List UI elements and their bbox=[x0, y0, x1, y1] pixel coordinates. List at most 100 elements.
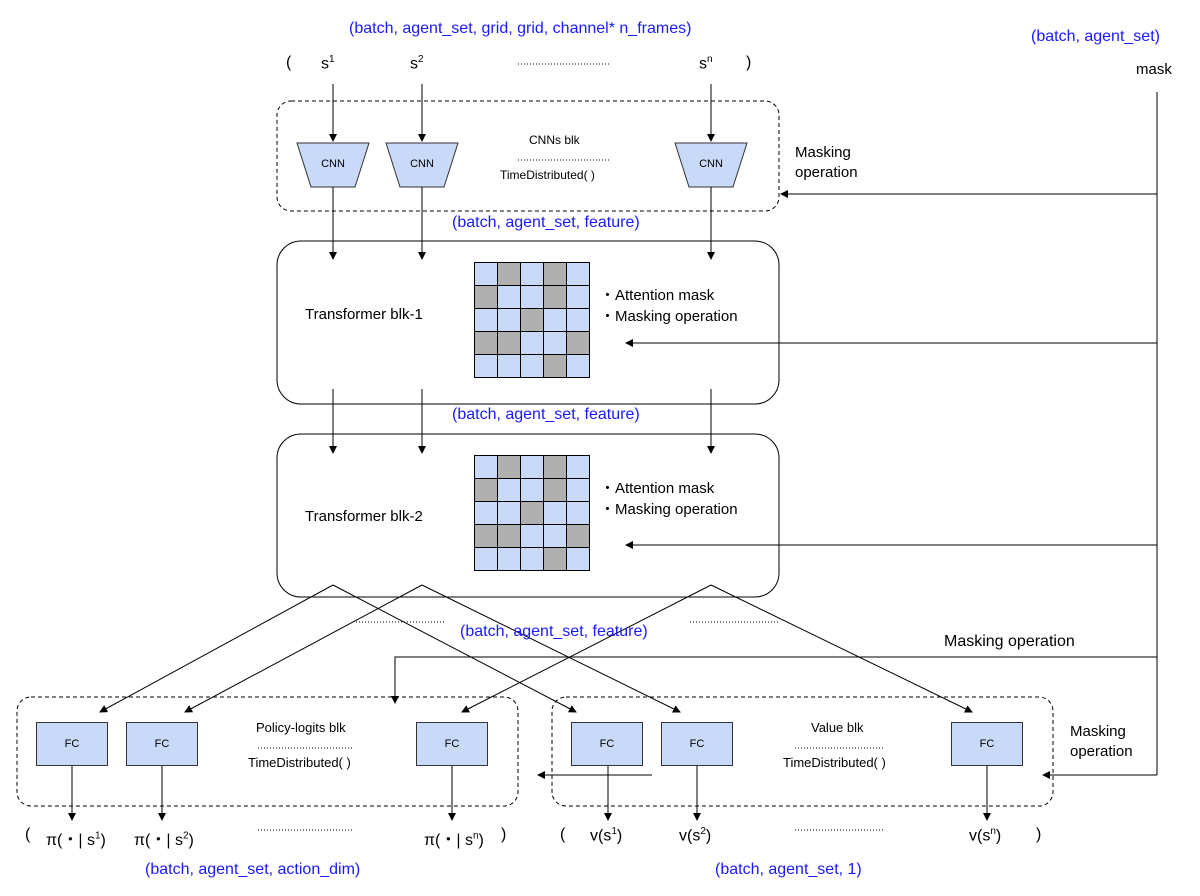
cnn-masking-line1: Masking bbox=[795, 144, 851, 161]
attention-cell-3-0 bbox=[475, 525, 497, 547]
policy-output-shape-label: (batch, agent_set, action_dim) bbox=[145, 861, 361, 878]
attention-cell-1-2 bbox=[521, 286, 543, 308]
attention-cell-4-2 bbox=[521, 355, 543, 377]
attention-cell-0-2 bbox=[521, 263, 543, 285]
policy-output-open: ( bbox=[25, 826, 31, 843]
attention-cell-4-0 bbox=[475, 355, 497, 377]
input-s2: s2 bbox=[410, 54, 424, 73]
transformer1-bullet-attention: ・Attention mask bbox=[600, 287, 715, 304]
value-output-close: ) bbox=[1036, 826, 1042, 843]
value-output-1: v(s1) bbox=[590, 826, 623, 845]
after-t2-shape-label: (batch, agent_set, feature) bbox=[460, 623, 648, 640]
value-output-shape-label: (batch, agent_set, 1) bbox=[715, 861, 862, 878]
input-open-paren: ( bbox=[286, 54, 292, 71]
attention-cell-2-4 bbox=[567, 502, 589, 524]
attention-cell-4-1 bbox=[498, 548, 520, 570]
attention-cell-2-1 bbox=[498, 502, 520, 524]
attention-cell-3-1 bbox=[498, 525, 520, 547]
attention-cell-3-4 bbox=[567, 525, 589, 547]
policy-output-n: π(・| sn) bbox=[424, 830, 484, 849]
attention-cell-2-4 bbox=[567, 309, 589, 331]
cnn-label-n: CNN bbox=[699, 158, 723, 170]
value-time-distributed: TimeDistributed( ) bbox=[783, 755, 886, 770]
policy-time-distributed: TimeDistributed( ) bbox=[248, 755, 351, 770]
transformer-block-2 bbox=[276, 433, 780, 598]
policy-block-container bbox=[16, 696, 519, 807]
cnn-label-1: CNN bbox=[321, 158, 345, 170]
attention-cell-2-3 bbox=[544, 502, 566, 524]
after-cnn-shape-label: (batch, agent_set, feature) bbox=[452, 214, 640, 231]
attention-cell-1-0 bbox=[475, 286, 497, 308]
cnn-label-2: CNN bbox=[410, 158, 434, 170]
input-close-paren: ) bbox=[746, 54, 752, 71]
value-fc-2: FC bbox=[661, 722, 733, 766]
mask-label: mask bbox=[1136, 61, 1172, 78]
transformer1-bullet-masking: ・Masking operation bbox=[600, 308, 738, 325]
policy-block-title: Policy-logits blk bbox=[256, 720, 346, 735]
attention-cell-2-2 bbox=[521, 502, 543, 524]
attention-cell-2-0 bbox=[475, 309, 497, 331]
attention-mask-grid-1 bbox=[474, 262, 590, 378]
cnn-shape-n bbox=[674, 142, 748, 188]
cnn-masking-line2: operation bbox=[795, 164, 858, 181]
transformer2-title: Transformer blk-2 bbox=[305, 508, 423, 525]
attention-cell-2-0 bbox=[475, 502, 497, 524]
attention-cell-2-1 bbox=[498, 309, 520, 331]
value-output-n: v(sn) bbox=[969, 826, 1002, 845]
policy-output-1: π(・| s1) bbox=[46, 830, 106, 849]
policy-output-2: π(・| s2) bbox=[134, 830, 194, 849]
value-masking-line2: operation bbox=[1070, 743, 1133, 760]
policy-fc-1: FC bbox=[36, 722, 108, 766]
value-masking-line1: Masking bbox=[1070, 723, 1126, 740]
transformer2-bullet-masking: ・Masking operation bbox=[600, 501, 738, 518]
attention-cell-3-2 bbox=[521, 525, 543, 547]
attention-cell-0-1 bbox=[498, 263, 520, 285]
attention-cell-3-3 bbox=[544, 525, 566, 547]
transformer1-title: Transformer blk-1 bbox=[305, 306, 423, 323]
masking-operation-mid: Masking operation bbox=[944, 633, 1075, 650]
attention-cell-1-4 bbox=[567, 286, 589, 308]
cnn-block-container bbox=[276, 100, 780, 212]
attention-cell-0-1 bbox=[498, 456, 520, 478]
transformer-block-1 bbox=[276, 240, 780, 405]
attention-cell-1-3 bbox=[544, 286, 566, 308]
attention-cell-4-2 bbox=[521, 548, 543, 570]
attention-cell-4-4 bbox=[567, 548, 589, 570]
attention-cell-0-2 bbox=[521, 456, 543, 478]
attention-cell-4-3 bbox=[544, 548, 566, 570]
attention-cell-3-1 bbox=[498, 332, 520, 354]
value-fc-1: FC bbox=[571, 722, 643, 766]
attention-cell-0-3 bbox=[544, 263, 566, 285]
attention-cell-0-0 bbox=[475, 263, 497, 285]
mask-shape-label: (batch, agent_set) bbox=[1031, 28, 1160, 45]
attention-cell-3-2 bbox=[521, 332, 543, 354]
policy-fc-2: FC bbox=[126, 722, 198, 766]
attention-cell-1-1 bbox=[498, 286, 520, 308]
attention-cell-1-2 bbox=[521, 479, 543, 501]
attention-cell-3-4 bbox=[567, 332, 589, 354]
input-shape-label: (batch, agent_set, grid, grid, channel* … bbox=[349, 20, 692, 37]
cnn-block-title: CNNs blk bbox=[529, 133, 580, 147]
attention-cell-0-4 bbox=[567, 456, 589, 478]
attention-cell-4-3 bbox=[544, 355, 566, 377]
value-output-open: ( bbox=[560, 826, 566, 843]
input-s1: s1 bbox=[321, 54, 335, 73]
value-fc-n: FC bbox=[951, 722, 1023, 766]
attention-cell-4-4 bbox=[567, 355, 589, 377]
value-output-2: v(s2) bbox=[679, 826, 712, 845]
value-block-container bbox=[551, 696, 1054, 807]
attention-cell-2-3 bbox=[544, 309, 566, 331]
attention-cell-1-4 bbox=[567, 479, 589, 501]
value-block-title: Value blk bbox=[811, 720, 864, 735]
attention-cell-0-3 bbox=[544, 456, 566, 478]
attention-cell-1-1 bbox=[498, 479, 520, 501]
attention-cell-0-4 bbox=[567, 263, 589, 285]
attention-cell-0-0 bbox=[475, 456, 497, 478]
attention-cell-4-1 bbox=[498, 355, 520, 377]
attention-cell-3-0 bbox=[475, 332, 497, 354]
cnn-time-distributed: TimeDistributed( ) bbox=[500, 168, 595, 182]
cnn-shape-2 bbox=[385, 142, 459, 188]
input-sn: sn bbox=[699, 54, 713, 73]
transformer2-bullet-attention: ・Attention mask bbox=[600, 480, 715, 497]
